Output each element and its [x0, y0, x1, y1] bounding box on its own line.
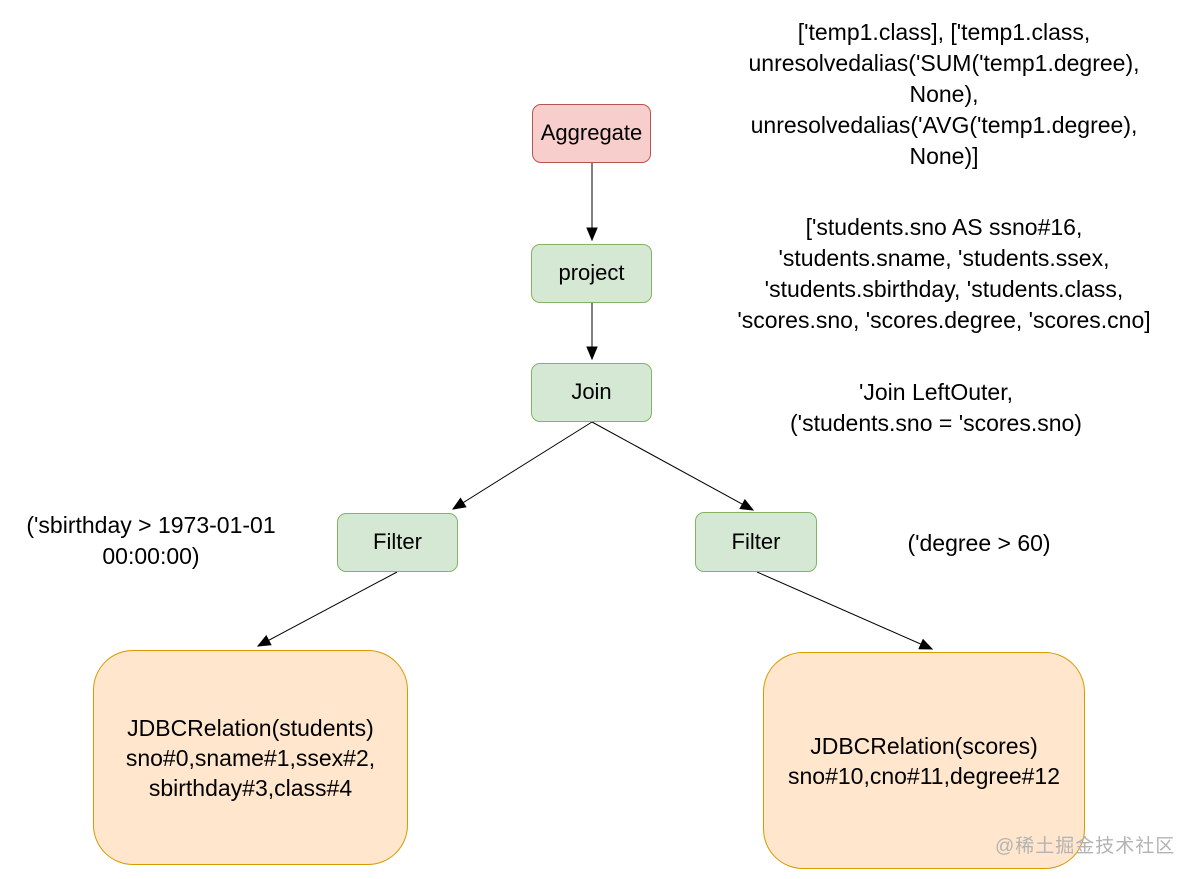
join-annotation: 'Join LeftOuter, ('students.sno = 'score… — [790, 379, 1082, 436]
filter-left-node: Filter — [337, 513, 458, 572]
project-node: project — [531, 244, 652, 303]
edge-join-filter-left — [453, 421, 593, 509]
filter-right-annotation: ('degree > 60) — [907, 530, 1051, 556]
filter-left-annotation: ('sbirthday > 1973-01-01 00:00:00) — [26, 512, 276, 569]
join-node: Join — [531, 363, 652, 422]
aggregate-annotation: ['temp1.class], ['temp1.class, unresolve… — [748, 19, 1140, 169]
edge-filter-right-jdbc-scores — [756, 571, 932, 649]
jdbc-scores-node: JDBCRelation(scores) sno#10,cno#11,degre… — [763, 652, 1085, 869]
filter-right-node: Filter — [695, 512, 817, 572]
project-annotation: ['students.sno AS ssno#16, 'students.sna… — [737, 214, 1151, 333]
watermark: @稀土掘金技术社区 — [995, 836, 1176, 857]
edge-filter-left-jdbc-students — [258, 571, 398, 646]
aggregate-node: Aggregate — [532, 104, 651, 163]
jdbc-students-node: JDBCRelation(students) sno#0,sname#1,sse… — [93, 650, 408, 865]
